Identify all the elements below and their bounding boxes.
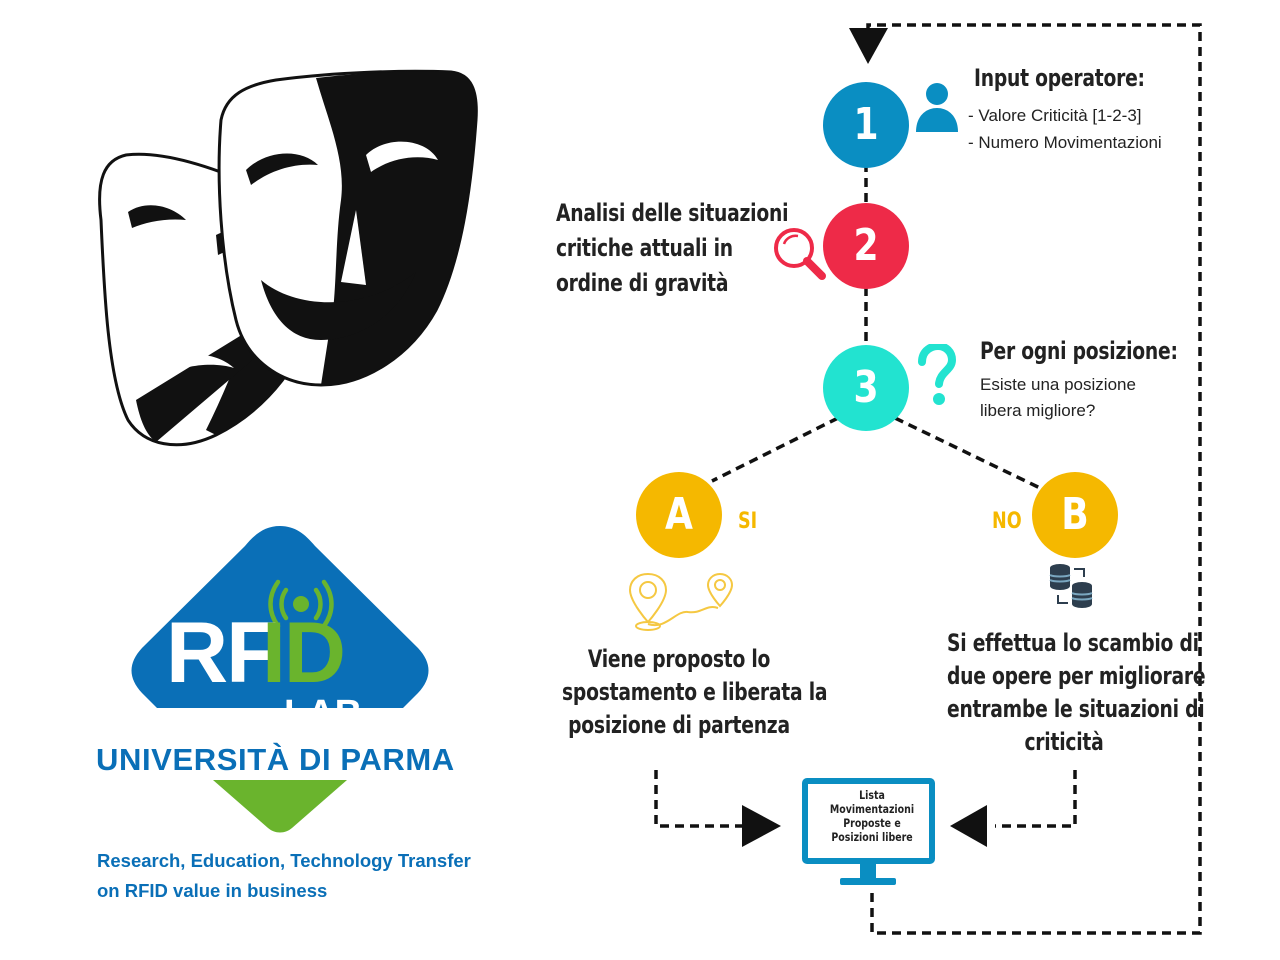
branch-a-line-1: Viene proposto lo bbox=[587, 645, 771, 673]
step-2-line-1: Analisi delle situazioni bbox=[556, 199, 789, 227]
step-2-line-2: critiche attuali in bbox=[556, 234, 733, 262]
rfid-lab-logo bbox=[120, 526, 440, 833]
logo-university: UNIVERSITÀ DI PARMA bbox=[96, 742, 455, 777]
branch-a-line-3: posizione di partenza bbox=[568, 711, 790, 739]
branch-b-letter: B bbox=[1061, 489, 1089, 540]
question-icon bbox=[918, 344, 956, 405]
database-swap-icon bbox=[1049, 564, 1093, 608]
branch-b-line-1: Si effettua lo scambio di bbox=[947, 629, 1199, 657]
route-pins-icon bbox=[628, 572, 734, 631]
theater-masks-icon bbox=[98, 69, 478, 447]
logo-tagline-1: Research, Education, Technology Transfer bbox=[97, 850, 471, 871]
branch-b-line-2: due opere per migliorare bbox=[947, 662, 1206, 690]
step-1-title: Input operatore: bbox=[974, 64, 1145, 92]
step-1-number: 1 bbox=[853, 99, 879, 150]
magnifier-icon bbox=[774, 228, 826, 280]
logo-lab: LAB bbox=[284, 693, 363, 735]
output-line-3: Proposte e bbox=[843, 816, 901, 830]
branch-b-line-3: entrambe le situazioni di bbox=[947, 695, 1205, 723]
step-3-title: Per ogni posizione: bbox=[980, 337, 1178, 365]
logo-tagline-2: on RFID value in business bbox=[97, 880, 328, 901]
branch-b-label: NO bbox=[992, 509, 1022, 534]
step-1-line-1: - Valore Criticità [1-2-3] bbox=[968, 106, 1142, 125]
branch-a-letter: A bbox=[665, 489, 693, 540]
step-2-number: 2 bbox=[853, 220, 879, 271]
branch-a-label: SI bbox=[738, 509, 758, 534]
step-3-number: 3 bbox=[853, 362, 879, 413]
output-line-2: Movimentazioni bbox=[829, 802, 915, 816]
branch-a-line-2: spostamento e liberata la bbox=[562, 678, 828, 706]
logo-id: ID bbox=[262, 605, 346, 701]
step-2-line-3: ordine di gravità bbox=[556, 269, 729, 297]
monitor-icon bbox=[802, 778, 935, 885]
user-icon bbox=[916, 83, 958, 132]
output-line-1: Lista bbox=[859, 788, 885, 802]
branch-b-line-4: criticità bbox=[1024, 728, 1104, 756]
logo-rf: RF bbox=[166, 605, 279, 701]
step-1-line-2: - Numero Movimentazioni bbox=[968, 133, 1162, 152]
output-line-4: Posizioni libere bbox=[831, 830, 913, 844]
step-3-line-2: libera migliore? bbox=[980, 401, 1096, 420]
step-3-line-1: Esiste una posizione bbox=[980, 375, 1136, 394]
